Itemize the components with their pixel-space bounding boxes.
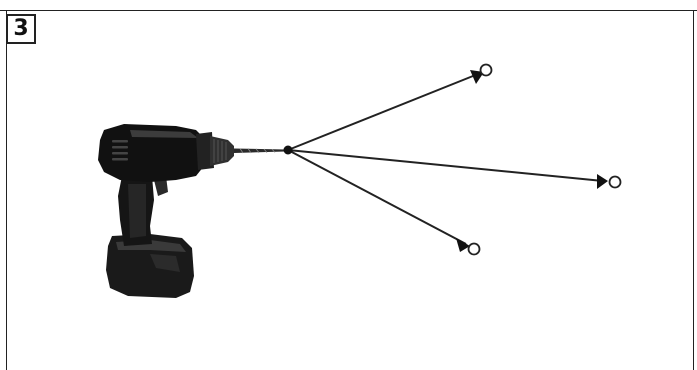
target-circle-up-right (481, 65, 492, 76)
arrow-line-up-right (288, 74, 478, 150)
arrow-line-right (288, 150, 603, 181)
cordless-drill-icon (98, 124, 286, 298)
target-circle-right (610, 177, 621, 188)
target-circle-down-right (469, 244, 480, 255)
arrowhead-right (597, 174, 608, 189)
drill-direction-diagram (0, 0, 697, 361)
pivot-point (284, 146, 293, 155)
